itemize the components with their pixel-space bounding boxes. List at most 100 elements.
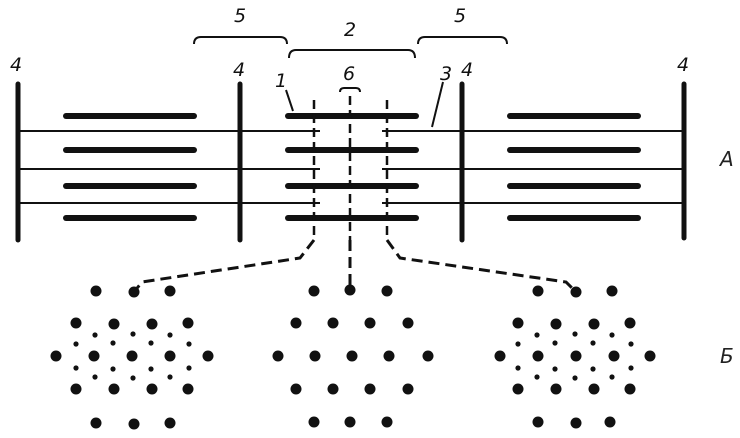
thin-filament-dot xyxy=(534,332,540,338)
thin-filament-dot xyxy=(534,374,540,380)
thin-filament-dot xyxy=(552,366,558,372)
thick-filament-dot xyxy=(182,317,194,329)
thick-filament-dot xyxy=(128,418,140,430)
thin-filament-dot xyxy=(186,341,192,347)
thick-filament-dot xyxy=(383,350,395,362)
thick-filament-dot xyxy=(550,383,562,395)
thin-filament-dot xyxy=(148,340,154,346)
thick-filament-dot xyxy=(381,416,393,428)
thick-filament-dot xyxy=(550,318,562,330)
thin-filament-dot xyxy=(73,365,79,371)
connector-right xyxy=(385,239,578,294)
thin-filament-dot xyxy=(590,366,596,372)
thick-filament-dot xyxy=(202,350,214,362)
thick-filament-dot xyxy=(164,350,176,362)
thin-filament-dot xyxy=(628,341,634,347)
thick-filament-dot xyxy=(308,416,320,428)
thick-filament-dot xyxy=(146,383,158,395)
thick-filament-dot xyxy=(90,285,102,297)
thick-filament-dot xyxy=(604,416,616,428)
thick-filament-dot xyxy=(70,383,82,395)
thick-filament-dot xyxy=(588,318,600,330)
thick-filament-dot xyxy=(606,285,618,297)
thick-filament-dot xyxy=(290,383,302,395)
thin-filament-dot xyxy=(515,341,521,347)
cross-section-right xyxy=(494,285,656,429)
thick-filament-dot xyxy=(88,350,100,362)
thick-filament-dot xyxy=(402,383,414,395)
thick-filament-dot xyxy=(308,285,320,297)
thin-filament-dot xyxy=(167,374,173,380)
thick-filament-dot xyxy=(327,383,339,395)
section-connectors xyxy=(132,239,578,294)
label-5-left: 5 xyxy=(234,5,246,27)
thin-filament-dot xyxy=(148,366,154,372)
thick-filament-dot xyxy=(402,317,414,329)
label-3: 3 xyxy=(440,63,452,85)
thick-filament-dot xyxy=(364,383,376,395)
thin-filament-dot xyxy=(110,340,116,346)
leader-3 xyxy=(431,81,444,128)
thick-filament-dot xyxy=(164,285,176,297)
thick-filament-dot xyxy=(344,284,356,296)
thick-filament-dot xyxy=(644,350,656,362)
leader-1 xyxy=(285,89,294,112)
label-4-b: 4 xyxy=(233,59,245,81)
thick-filament-dot xyxy=(290,317,302,329)
thick-filament-dot xyxy=(608,350,620,362)
connector-left xyxy=(132,239,316,293)
section-guides xyxy=(312,96,389,240)
thin-filament-dot xyxy=(609,374,615,380)
label-1: 1 xyxy=(275,70,287,92)
label-4-c: 4 xyxy=(461,59,473,81)
thin-filament-dot xyxy=(572,331,578,337)
thick-filament-dot xyxy=(494,350,506,362)
thick-filament-dot xyxy=(624,317,636,329)
label-6: 6 xyxy=(343,63,355,85)
thick-filament-dot xyxy=(570,417,582,429)
bracket-a-band xyxy=(288,49,416,59)
thin-filament-dot xyxy=(167,332,173,338)
bracket-i-band-right xyxy=(417,36,508,45)
thin-filament-dot xyxy=(186,365,192,371)
thick-filament-dot xyxy=(364,317,376,329)
thick-filament-dot xyxy=(146,318,158,330)
thick-filament-dot xyxy=(512,317,524,329)
bracket-h-zone xyxy=(339,87,361,93)
thick-filament-dot xyxy=(588,383,600,395)
thin-filament-dot xyxy=(130,375,136,381)
thick-filament-dot xyxy=(532,350,544,362)
leader-lines xyxy=(285,81,444,128)
thick-filament-dot xyxy=(164,417,176,429)
panel-label-a: А xyxy=(718,147,734,171)
thick-filament-dot xyxy=(422,350,434,362)
thick-filament-dot xyxy=(532,416,544,428)
thick-filament-dot xyxy=(128,286,140,298)
thick-filament-dot xyxy=(90,417,102,429)
thick-filament-dot xyxy=(108,383,120,395)
label-4-a: 4 xyxy=(10,54,22,76)
thick-filament-dot xyxy=(532,285,544,297)
thick-filament-dot xyxy=(624,383,636,395)
thin-filament-dot xyxy=(590,340,596,346)
thick-filament-dot xyxy=(272,350,284,362)
bracket-i-band-left xyxy=(193,36,288,45)
thick-filament-dot xyxy=(70,317,82,329)
thin-filament-dot xyxy=(515,365,521,371)
thick-filament-dot xyxy=(182,383,194,395)
label-4-d: 4 xyxy=(677,54,689,76)
thin-filament-dot xyxy=(572,375,578,381)
thin-filament-dot xyxy=(130,331,136,337)
thin-filament-dot xyxy=(92,332,98,338)
thick-filament-dot xyxy=(309,350,321,362)
thin-filament-dot xyxy=(92,374,98,380)
thin-filaments xyxy=(18,130,684,204)
thin-filament-dot xyxy=(609,332,615,338)
label-5-right: 5 xyxy=(454,5,466,27)
z-lines xyxy=(15,81,687,243)
cross-section-left xyxy=(50,285,214,430)
thick-filament-dot xyxy=(327,317,339,329)
thick-filament-dot xyxy=(108,318,120,330)
